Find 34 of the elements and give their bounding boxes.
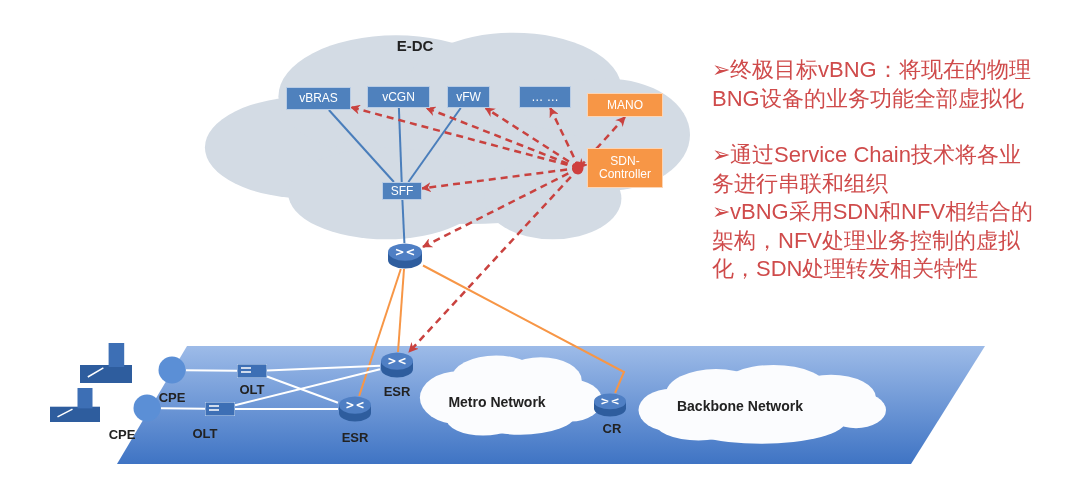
connector — [266, 375, 339, 404]
connector — [578, 116, 626, 169]
device-label: OLT — [192, 425, 218, 441]
cloud-label: E-DC — [396, 36, 434, 54]
connector — [266, 364, 381, 372]
device-label: CPE — [108, 426, 136, 442]
service-box: vFW — [447, 86, 490, 108]
device-label: CPE — [158, 389, 186, 405]
connector — [234, 368, 381, 407]
connector — [397, 268, 405, 353]
connector — [397, 107, 403, 183]
service-box: SFF — [382, 182, 422, 200]
connector — [422, 264, 626, 394]
connector — [358, 268, 402, 397]
service-box: vCGN — [367, 86, 430, 108]
device-label: ESR — [383, 383, 411, 399]
service-box: MANO — [587, 93, 663, 117]
cloud-label: Backbone Network — [677, 398, 803, 414]
connector — [407, 107, 462, 183]
device-label: OLT — [239, 381, 265, 397]
service-box: SDN-Controller — [587, 148, 663, 188]
service-box: … … — [519, 86, 571, 108]
bullet-text: ➢vBNG采用SDN和NFV相结合的架构，NFV处理业务控制的虚拟化，SDN处理转发相关特性 — [712, 198, 1035, 283]
device-label: CR — [602, 420, 622, 436]
bullet-text: ➢通过Service Chain技术将各业务进行串联和组织 — [712, 141, 1022, 198]
bullet-text: ➢终极目标vBNG：将现在的物理BNG设备的业务功能全部虚拟化 — [712, 56, 1032, 113]
connector — [401, 199, 406, 244]
service-box: vBRAS — [286, 87, 351, 110]
connector — [327, 109, 395, 183]
connector — [160, 407, 206, 410]
connector — [185, 369, 238, 372]
device-label: ESR — [341, 429, 369, 445]
cloud-label: Metro Network — [448, 394, 546, 410]
connector — [234, 408, 339, 410]
